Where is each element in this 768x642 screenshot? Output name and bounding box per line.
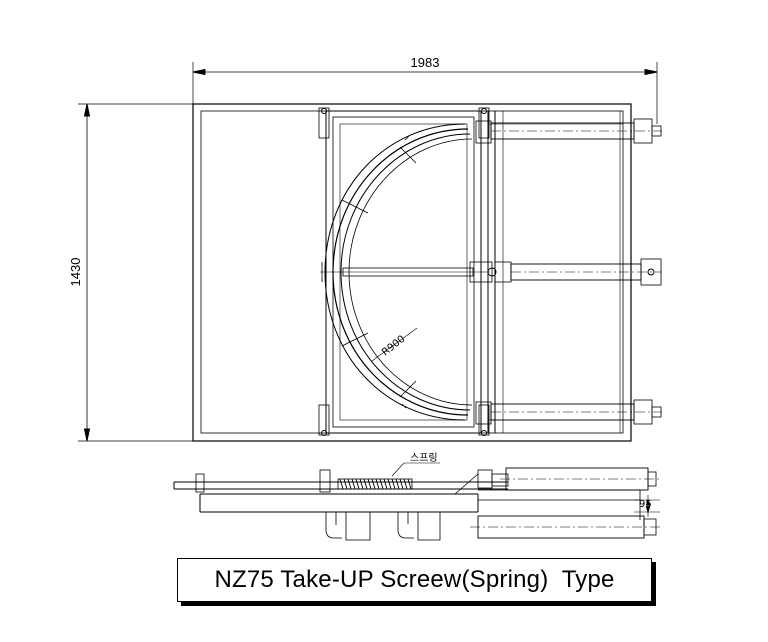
radius-label: R900 <box>380 334 407 359</box>
drawing-title: NZ75 Take-UP Screew(Spring) Type <box>214 566 615 593</box>
title-block: NZ75 Take-UP Screew(Spring) Type <box>177 558 652 602</box>
height-dimension <box>78 103 200 442</box>
width-dimension <box>192 62 658 124</box>
plan-view-frame <box>192 103 632 442</box>
spring-label: 스프링 <box>410 452 438 464</box>
side-view <box>173 462 662 541</box>
center-shaft <box>320 261 497 283</box>
cylinder-bottom <box>475 399 662 425</box>
offset-dimension-label: 95 <box>639 499 652 510</box>
cylinder-middle <box>494 258 662 286</box>
width-dimension-label: 1983 <box>411 55 440 70</box>
radius-leader <box>371 327 418 362</box>
height-dimension-label: 1430 <box>68 258 83 287</box>
cylinder-top <box>475 118 662 144</box>
